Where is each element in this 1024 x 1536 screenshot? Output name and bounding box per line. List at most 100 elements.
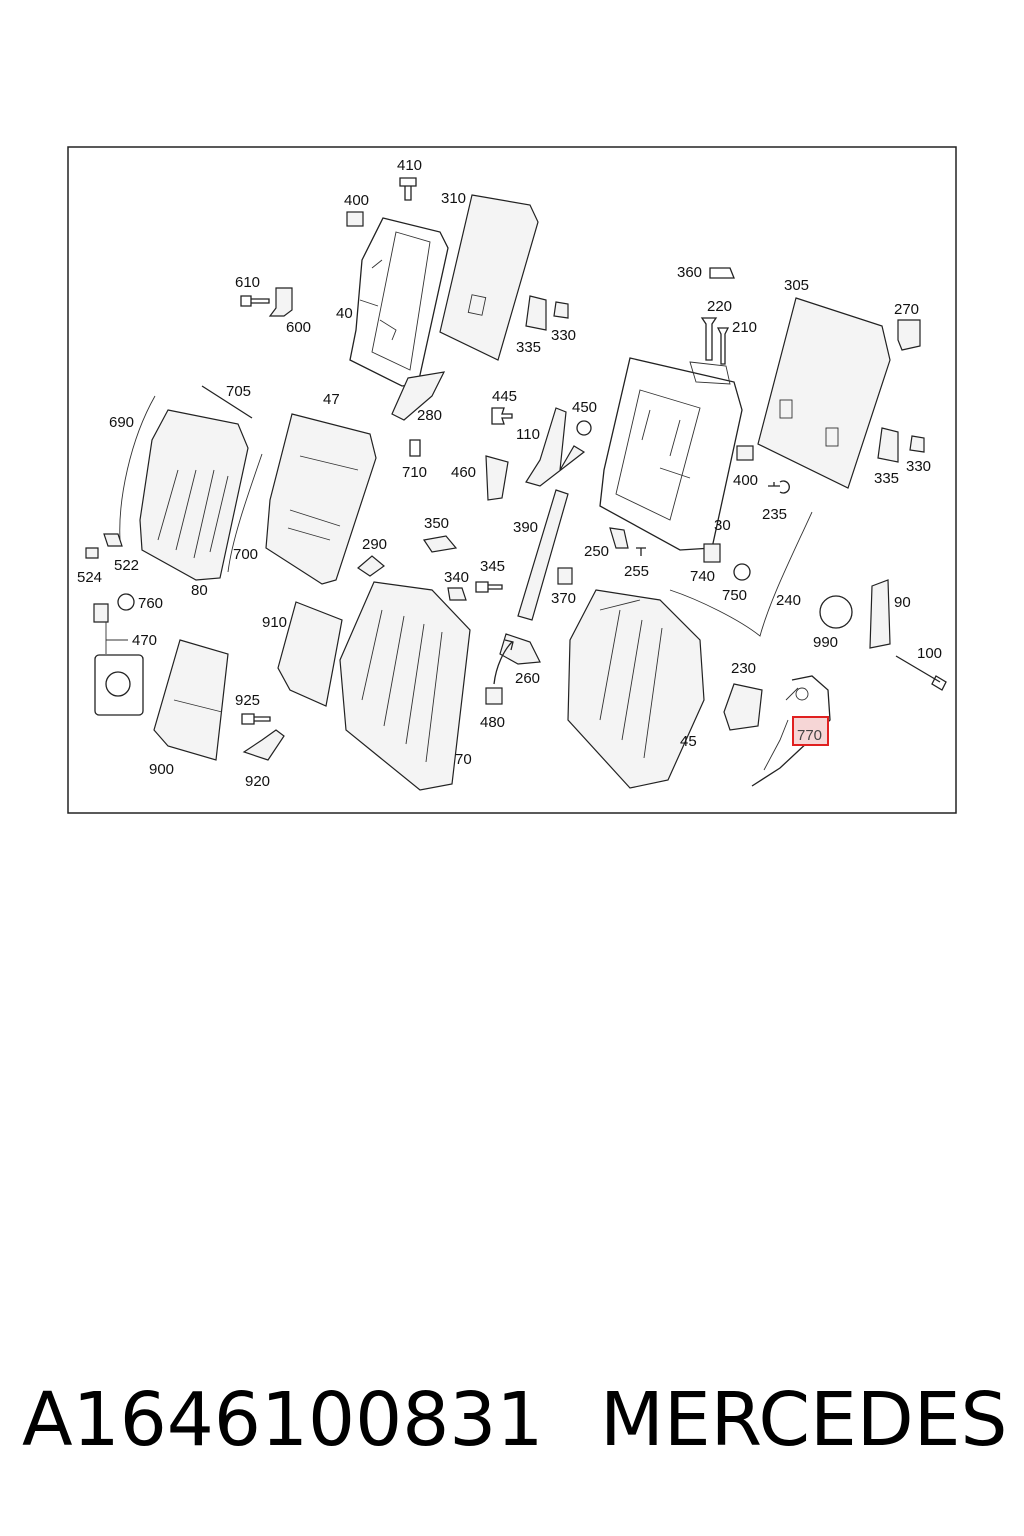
vehicle-make: MERCEDES xyxy=(600,1377,1008,1463)
callout-labels: 410 400 310 40 610 600 335 330 360 305 2… xyxy=(77,157,942,790)
part-caption: A1646100831 MERCEDES xyxy=(22,1372,1012,1468)
callout-480: 480 xyxy=(480,714,505,731)
arm-110-icon xyxy=(525,407,586,487)
callout-460: 460 xyxy=(451,464,476,481)
clip-360-icon xyxy=(709,267,735,279)
callout-210: 210 xyxy=(732,319,757,336)
screw-255-icon xyxy=(636,547,646,556)
bracket-600-icon xyxy=(268,287,293,317)
callout-345: 345 xyxy=(480,558,505,575)
callout-330b: 330 xyxy=(906,458,931,475)
callout-100: 100 xyxy=(917,645,942,662)
strip-390-icon xyxy=(517,489,569,621)
bushing-740-icon xyxy=(703,543,721,563)
backrest-45-icon xyxy=(567,589,705,789)
clip-400-icon xyxy=(346,211,364,227)
wrench-990-icon xyxy=(819,595,853,629)
callout-30: 30 xyxy=(714,517,731,534)
backrest-frame-30-icon xyxy=(599,357,743,551)
callout-900: 900 xyxy=(149,761,174,778)
bolt-345-icon xyxy=(475,581,503,593)
callout-990: 990 xyxy=(813,634,838,651)
callout-910: 910 xyxy=(262,614,287,631)
bracket-920-icon xyxy=(242,729,285,761)
cap-480-icon xyxy=(485,687,503,705)
callout-410: 410 xyxy=(397,157,422,174)
arrow-260-icon xyxy=(493,639,514,685)
callout-760: 760 xyxy=(138,595,163,612)
callout-220: 220 xyxy=(707,298,732,315)
latch-230-icon xyxy=(723,683,763,731)
callout-305: 305 xyxy=(784,277,809,294)
callout-40: 40 xyxy=(336,305,353,322)
leader-470-icon xyxy=(105,622,128,654)
wire-700-icon xyxy=(227,453,263,573)
clip-290-icon xyxy=(357,555,385,577)
connector-522-icon xyxy=(103,533,123,547)
callout-705: 705 xyxy=(226,383,251,400)
screw-925-icon xyxy=(241,713,271,725)
callout-400b: 400 xyxy=(733,472,758,489)
callout-600: 600 xyxy=(286,319,311,336)
callout-370: 370 xyxy=(551,590,576,607)
callout-330a: 330 xyxy=(551,327,576,344)
bracket-470-top-icon xyxy=(93,603,109,623)
callout-255: 255 xyxy=(624,563,649,580)
bracket-250-icon xyxy=(609,527,629,549)
ring-760-icon xyxy=(117,593,135,611)
pin-445-icon xyxy=(491,407,513,425)
callout-80: 80 xyxy=(191,582,208,599)
wire-690-icon xyxy=(119,395,156,541)
callout-335b: 335 xyxy=(874,470,899,487)
seat-cover-80-icon xyxy=(139,409,249,581)
callout-70: 70 xyxy=(455,751,472,768)
rod-705-icon xyxy=(201,385,253,419)
nut-450-icon xyxy=(576,420,592,436)
screw-220-icon xyxy=(700,317,718,361)
armrest-90-icon xyxy=(869,579,891,649)
cover-270-icon xyxy=(897,319,921,351)
callout-110: 110 xyxy=(516,426,540,443)
cover-460-icon xyxy=(485,455,509,501)
callout-310: 310 xyxy=(441,190,466,207)
callout-360: 360 xyxy=(677,264,702,281)
callout-280: 280 xyxy=(417,407,442,424)
cable-240-icon xyxy=(669,511,813,637)
callout-260: 260 xyxy=(515,670,540,687)
part-drawings xyxy=(85,177,947,791)
bolt-610-icon xyxy=(240,295,270,307)
callout-90: 90 xyxy=(894,594,911,611)
latch-335a-icon xyxy=(525,295,547,331)
callout-450: 450 xyxy=(572,399,597,416)
latch-335b-icon xyxy=(877,427,899,463)
callout-335a: 335 xyxy=(516,339,541,356)
part-number: A1646100831 xyxy=(22,1377,544,1463)
callout-45: 45 xyxy=(680,733,697,750)
callout-700: 700 xyxy=(233,546,258,563)
backrest-panel-310-icon xyxy=(439,194,539,361)
callout-925: 925 xyxy=(235,692,260,709)
screw-210-icon xyxy=(716,327,730,365)
callout-47: 47 xyxy=(323,391,340,408)
bolt-410-icon xyxy=(399,177,417,201)
backrest-cover-70-icon xyxy=(339,581,471,791)
callout-690: 690 xyxy=(109,414,134,431)
callout-920: 920 xyxy=(245,773,270,790)
callout-270: 270 xyxy=(894,301,919,318)
callout-770[interactable]: 770 xyxy=(797,727,822,744)
callout-750: 750 xyxy=(722,587,747,604)
callout-740: 740 xyxy=(690,568,715,585)
bracket-280-icon xyxy=(391,371,446,421)
callout-445: 445 xyxy=(492,388,517,405)
armrest-900-icon xyxy=(153,639,229,761)
callout-470: 470 xyxy=(132,632,157,649)
callout-400a: 400 xyxy=(344,192,369,209)
callout-710: 710 xyxy=(402,464,427,481)
cap-330b-icon xyxy=(909,435,925,453)
callout-522: 522 xyxy=(114,557,139,574)
highlight-box-770[interactable] xyxy=(792,716,829,746)
label-470-symbol-icon xyxy=(105,671,131,697)
callout-290: 290 xyxy=(362,536,387,553)
clip-340-icon xyxy=(447,587,467,601)
seat-cushion-47-icon xyxy=(265,413,377,585)
